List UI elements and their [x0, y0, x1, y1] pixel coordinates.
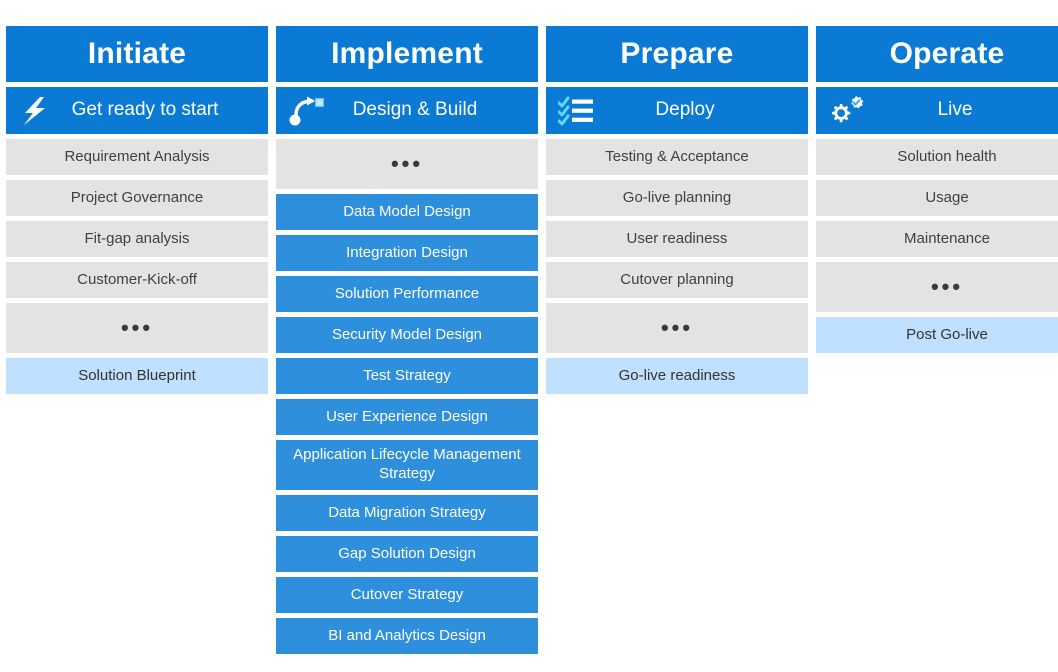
- stage-bar[interactable]: Design & Build: [276, 87, 538, 134]
- task-item[interactable]: Post Go-live: [816, 317, 1058, 353]
- task-item[interactable]: Solution Performance: [276, 276, 538, 312]
- stage-label: Get ready to start: [71, 99, 219, 121]
- task-item[interactable]: User Experience Design: [276, 399, 538, 435]
- task-item[interactable]: Customer-Kick-off: [6, 262, 268, 298]
- lightning-bolt-icon: [16, 94, 56, 128]
- phase-header: Operate: [816, 26, 1058, 82]
- task-item[interactable]: Gap Solution Design: [276, 536, 538, 572]
- task-item[interactable]: Fit-gap analysis: [6, 221, 268, 257]
- phase-title: Prepare: [620, 37, 734, 70]
- task-item[interactable]: Requirement Analysis: [6, 139, 268, 175]
- phase-title: Operate: [889, 37, 1005, 70]
- task-item[interactable]: Solution health: [816, 139, 1058, 175]
- task-item[interactable]: Go-live readiness: [546, 358, 808, 394]
- task-item[interactable]: Solution Blueprint: [6, 358, 268, 394]
- task-ellipsis: •••: [6, 303, 268, 353]
- task-item[interactable]: Maintenance: [816, 221, 1058, 257]
- task-item[interactable]: User readiness: [546, 221, 808, 257]
- stage-bar[interactable]: Live: [816, 87, 1058, 134]
- phase-header: Prepare: [546, 26, 808, 82]
- task-ellipsis: •••: [276, 139, 538, 189]
- stage-bar[interactable]: Deploy: [546, 87, 808, 134]
- task-item[interactable]: Cutover Strategy: [276, 577, 538, 613]
- task-item[interactable]: BI and Analytics Design: [276, 618, 538, 654]
- task-item[interactable]: Data Migration Strategy: [276, 495, 538, 531]
- task-item[interactable]: Data Model Design: [276, 194, 538, 230]
- task-item[interactable]: Application Lifecycle Management Strateg…: [276, 440, 538, 490]
- phase-header: Implement: [276, 26, 538, 82]
- task-item[interactable]: Security Model Design: [276, 317, 538, 353]
- task-item[interactable]: Test Strategy: [276, 358, 538, 394]
- stage-bar[interactable]: Get ready to start: [6, 87, 268, 134]
- phase-title: Implement: [331, 37, 483, 70]
- phase-title: Initiate: [87, 37, 187, 70]
- task-ellipsis: •••: [546, 303, 808, 353]
- stage-label: Deploy: [655, 99, 715, 121]
- task-ellipsis: •••: [816, 262, 1058, 312]
- curved-arrow-to-square-icon: [286, 94, 326, 128]
- stage-label: Live: [937, 99, 973, 121]
- task-item[interactable]: Usage: [816, 180, 1058, 216]
- task-item[interactable]: Project Governance: [6, 180, 268, 216]
- stage-label: Design & Build: [352, 99, 478, 121]
- task-item[interactable]: Testing & Acceptance: [546, 139, 808, 175]
- task-item[interactable]: Integration Design: [276, 235, 538, 271]
- gear-with-check-badge-icon: [826, 94, 866, 128]
- checklist-icon: [556, 94, 596, 128]
- task-item[interactable]: Cutover planning: [546, 262, 808, 298]
- phase-header: Initiate: [6, 26, 268, 82]
- task-item[interactable]: Go-live planning: [546, 180, 808, 216]
